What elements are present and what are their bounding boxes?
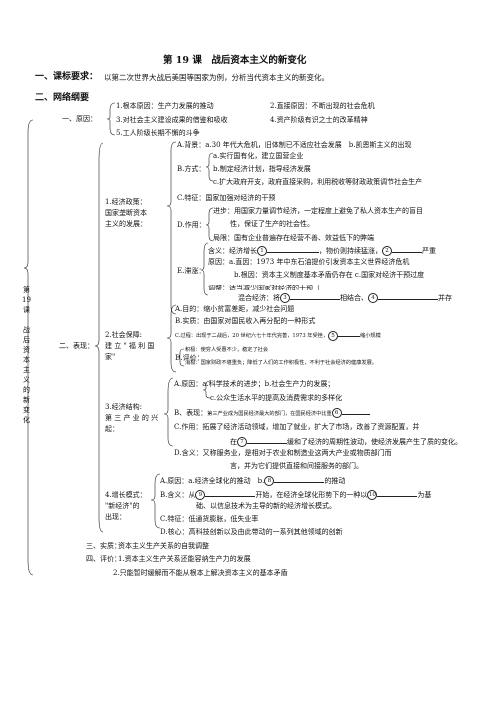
blank-number-8: 8 — [264, 476, 275, 486]
requirements-heading: 一、课标要求： — [35, 72, 99, 82]
blank-number-1: 1 — [257, 246, 267, 256]
p1-method-2: b.制定经济计划，指导经济发展 — [213, 165, 311, 173]
p1-effect-2: 性，保证了生产的社会性。 — [230, 220, 314, 228]
p3-title: 3.经济结构:第 三 产 业 的 兴起： — [105, 403, 159, 433]
sec1-line1a: 1.根本原因：生产力发展的推动 — [116, 102, 214, 110]
fill-blank-1[interactable] — [267, 246, 319, 253]
p4-feature: C.特征：低通货膨胀，低失业率 — [160, 515, 259, 523]
p1-stagflation-cause-2: b.根因：资本主义制度基本矛盾仍存在 c.国家对经济干预过度 — [234, 271, 425, 279]
fill-blank-5[interactable] — [338, 330, 361, 337]
p1-background: A.背景：a.30 年代大危机，旧体制已不适应社会发展 b.凯恩斯主义的出现 — [177, 141, 412, 149]
sec3-text: 资本主义生产关系的自我调整 — [118, 542, 209, 550]
sec1-line1b: 2.直接原因：不断出现的社会危机 — [270, 102, 375, 110]
p4-title: 4.增长模式："新经济"的出现： — [105, 491, 147, 521]
p1-stagflation-cause-1: 原因：a.直因：1973 年中东石油提价引发资本主义世界经济危机 — [208, 258, 410, 266]
p1-method-label: B.方式： — [177, 165, 206, 173]
p1-effect-label: D.作用： — [177, 221, 206, 229]
page-title: 第 19 课 战后资本主义的新变化 — [163, 55, 307, 66]
blank-number-10: 10 — [367, 490, 378, 500]
sec1-line2b: 4.资产阶级有识之士的改革精神 — [270, 116, 368, 124]
fill-blank-6[interactable] — [341, 408, 370, 415]
sec4-label: 四、评价： — [86, 555, 121, 563]
p2-essence: B.实质：由国家对国民收入再分配的一种形式 — [175, 317, 316, 325]
p3-effect-1: C.作用：拓展了经济活动领域，增加了就业，扩大了市场，改善了资源配置，并 — [174, 423, 420, 431]
blank-number-3: 3 — [280, 293, 290, 303]
outline-heading: 二、网络纲要 — [35, 93, 90, 103]
blank-number-2: 2 — [382, 246, 392, 256]
p2-eval-label: D.评价： — [175, 354, 204, 362]
p1-title: 1.经济政策：国家垄断资本主义的发展： — [105, 198, 147, 228]
p3-cause-2: c.公众生活水平的提高及消费需求的多样化 — [210, 394, 343, 402]
fill-blank-9[interactable] — [205, 490, 256, 497]
p2-eval-positive: 积极：使穷人受惠不少，稳定了社会 — [185, 347, 269, 353]
p4-core: D.核心：高科技创新以及由此带动的一系列其他领域的创新 — [160, 528, 343, 536]
p1-stagflation-label: E.滞涨： — [177, 267, 206, 275]
fill-blank-4[interactable] — [378, 293, 438, 300]
blank-number-6: 6 — [331, 408, 342, 418]
p2-purpose: A.目的：缩小贫富差距，减少社会问题 — [175, 305, 295, 313]
p1-stagflation-adjust: 调整：适当减少国家对经济的干预（ — [208, 285, 320, 290]
p4-meaning-2: 础、以信息技术为主导的新的经济增长模式。 — [196, 502, 336, 510]
p2-eval-negative: 消极：国家财政不堪重负；降低了人们的工作积极性，不利于社会经济的健康发展。 — [185, 360, 377, 366]
requirements-text: 以第二次世界大战后美国等国家为例，分析当代资本主义的新变化。 — [104, 73, 329, 82]
p1-method-3: c.扩大政府开支，政府直接采购，利用税收等财政政策调节社会生产 — [213, 178, 423, 186]
sec1-line2a: 3.对社会主义建设成果的借鉴和吸收 — [116, 116, 228, 124]
fill-blank-8[interactable] — [274, 476, 325, 483]
sec4-line1: 1.资本主义生产关系还能容纳生产力的发展 — [118, 555, 251, 563]
sec4-line2: 2.只能暂时缓解而不能从根本上解决资本主义的基本矛盾 — [113, 569, 288, 577]
sec3-label: 三、实质： — [86, 542, 121, 550]
p3-meaning-2: 言，并为它们提供直接和间接服务的部门。 — [230, 462, 363, 470]
sec1-label: 一、原因： — [62, 115, 97, 123]
blank-number-5: 5 — [328, 330, 339, 341]
blank-number-7: 7 — [237, 437, 247, 447]
p1-feature: C.特征：国家加强对经济的干预 — [177, 194, 276, 202]
fill-blank-10[interactable] — [377, 490, 418, 497]
p2-title: 2.社会保障:建 立 " 福 利 国家" — [105, 331, 155, 361]
blank-number-4: 4 — [368, 293, 378, 303]
p1-method-1: a.实行国有化，建立国营企业 — [213, 152, 304, 160]
blank-number-9: 9 — [195, 490, 206, 500]
p3-cause: A.原因：a.科学技术的进步；b.社会生产力的发展； — [174, 380, 335, 388]
fill-blank-7[interactable] — [247, 437, 287, 444]
fill-blank-3[interactable] — [290, 293, 340, 300]
fill-blank-2[interactable] — [392, 246, 422, 253]
p1-effect-3: 局限：国有企业普遍存在经营不善、效益低下的弊端 — [213, 234, 374, 242]
p3-meaning-1: D.含义：又称服务业，是相对于农业和制造业这两大产业或物质部门而 — [174, 449, 392, 457]
sec2-label: 二、表现： — [59, 342, 94, 350]
sec1-line3: 5.工人阶级长期不懈的斗争 — [116, 129, 200, 137]
p1-effect-1: 进步：用国家力量调节经济，一定程度上避免了私人资本生产的盲目 — [213, 207, 423, 215]
